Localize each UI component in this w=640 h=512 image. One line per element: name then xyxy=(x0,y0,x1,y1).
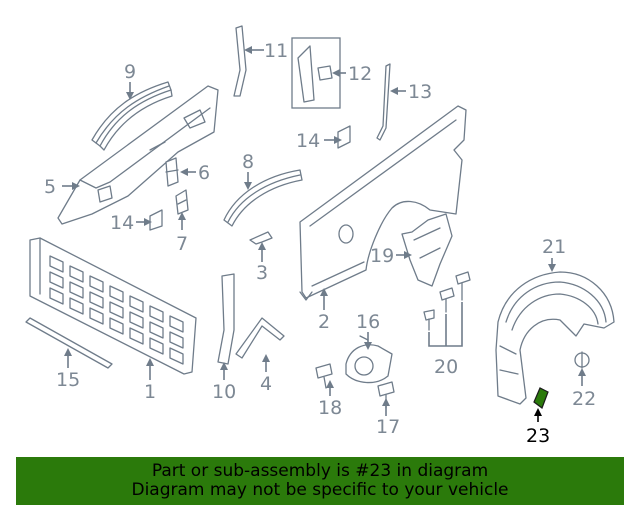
panel-grid-hole xyxy=(129,311,144,329)
part-5-inner-side-panel xyxy=(57,85,219,225)
panel-grid-hole xyxy=(89,291,104,309)
parts-diagram: 11 12 13 14 9 5 6 7 14 8 3 2 19 1 15 10 … xyxy=(25,25,615,447)
panel-grid-hole xyxy=(169,315,184,333)
panel-grid-hole xyxy=(49,271,64,289)
part-2-outer-bedside xyxy=(299,105,467,301)
panel-grid-hole xyxy=(169,347,184,365)
part-10-trim xyxy=(217,273,235,365)
leader-lines xyxy=(62,46,586,422)
callout-12: 12 xyxy=(348,63,372,85)
panel-grid-hole xyxy=(149,321,164,339)
callout-4: 4 xyxy=(260,373,272,395)
panel-grid-hole xyxy=(129,327,144,345)
part-19-bracket xyxy=(401,213,453,287)
callout-3: 3 xyxy=(256,262,268,284)
callout-9: 9 xyxy=(124,61,136,83)
part-16-fuel-door-housing xyxy=(345,335,393,384)
callout-8: 8 xyxy=(242,151,254,173)
part-4-strip xyxy=(235,317,285,359)
part-18-fastener xyxy=(315,363,333,389)
callout-17: 17 xyxy=(376,416,400,438)
part-6-bracket xyxy=(165,157,179,187)
part-17-fastener xyxy=(377,381,395,409)
panel-grid-hole xyxy=(129,295,144,313)
part-15-strip xyxy=(25,317,113,369)
callout-18: 18 xyxy=(318,397,342,419)
panel-grid-hole xyxy=(69,297,84,315)
callout-2: 2 xyxy=(318,311,330,333)
callout-22: 22 xyxy=(572,388,596,410)
part-20-bolts xyxy=(423,271,471,331)
panel-grid-hole xyxy=(69,281,84,299)
part-7-bracket xyxy=(175,189,189,215)
part-11-pillar-strip xyxy=(233,25,247,97)
panel-grid-hole xyxy=(89,275,104,293)
panel-grid-hole xyxy=(169,331,184,349)
panel-grid-hole xyxy=(109,301,124,319)
part-3-clip xyxy=(249,231,273,245)
part-21-wheelhouse-liner xyxy=(495,271,615,405)
callout-14-left: 14 xyxy=(110,212,134,234)
callout-10: 10 xyxy=(212,381,236,403)
callout-15: 15 xyxy=(56,369,80,391)
callout-19: 19 xyxy=(370,245,394,267)
part-14-patch-left xyxy=(149,209,163,231)
banner-line-part: Part or sub-assembly is #23 in diagram xyxy=(151,461,489,481)
part-22-clip xyxy=(574,351,590,369)
callout-6: 6 xyxy=(198,162,210,184)
callout-14-right: 14 xyxy=(296,130,320,152)
part-9-wheelhouse-reinforcement xyxy=(91,81,173,151)
callout-23: 23 xyxy=(526,425,550,447)
panel-grid-hole xyxy=(49,287,64,305)
callout-7: 7 xyxy=(176,233,188,255)
banner-line-disclaimer: Diagram may not be specific to your vehi… xyxy=(131,480,509,500)
callout-16: 16 xyxy=(356,311,380,333)
info-banner: Part or sub-assembly is #23 in diagram D… xyxy=(16,457,624,505)
part-8-arch-molding xyxy=(223,169,303,227)
callout-1: 1 xyxy=(144,381,156,403)
callout-5: 5 xyxy=(44,176,56,198)
callout-11: 11 xyxy=(264,40,288,62)
panel-grid-hole xyxy=(149,337,164,355)
part-13-strip xyxy=(376,63,391,141)
callout-13: 13 xyxy=(408,81,432,103)
callout-20: 20 xyxy=(434,356,458,378)
callout-labels: 11 12 13 14 9 5 6 7 14 8 3 2 19 1 15 10 … xyxy=(44,40,596,447)
panel-grid-hole xyxy=(149,305,164,323)
part-14-patch-right xyxy=(337,125,351,149)
panel-grid-hole xyxy=(109,285,124,303)
panel-grid-hole xyxy=(69,265,84,283)
panel-grid-hole xyxy=(109,317,124,335)
panel-grid-hole xyxy=(89,307,104,325)
panel-grid-hole xyxy=(49,255,64,273)
part-1-panel xyxy=(29,237,197,375)
part-23-highlighted-clip xyxy=(533,387,549,409)
callout-21: 21 xyxy=(542,236,566,258)
